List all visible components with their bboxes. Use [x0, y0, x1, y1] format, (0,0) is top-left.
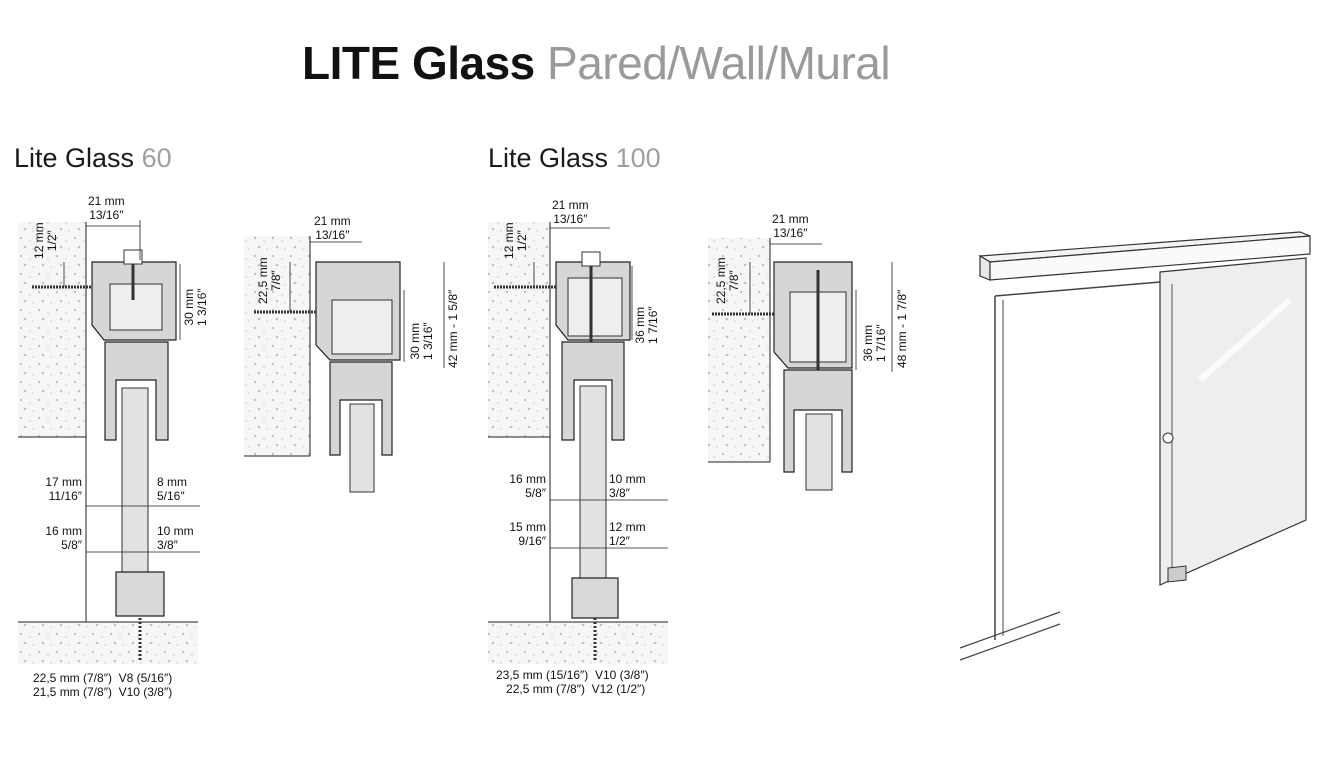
- dim-lg60-gap2-left: 16 mm 5/8″: [26, 524, 82, 552]
- dim-lg100-gap2-right: 12 mm 1/2″: [609, 520, 646, 548]
- dim-inch: 13/16″: [315, 228, 350, 242]
- dim-inch: 5/8″: [525, 486, 546, 500]
- lg100b-wall-section: [708, 238, 893, 491]
- dim-lg60-top-height: 12 mm 1/2″: [32, 222, 59, 259]
- dim-lg100-bottom: 23,5 mm (15/16″) V10 (3/8″) 22,5 mm (7/8…: [496, 668, 649, 696]
- lg60-wall-section: [18, 220, 200, 664]
- dim-lg100-gap2-left: 15 mm 9/16″: [490, 520, 546, 548]
- dim-mm: 21 mm: [552, 198, 589, 212]
- section-name: Lite Glass: [488, 143, 609, 173]
- dim-mm: 16 mm: [45, 524, 82, 538]
- dim-mm: 12 mm: [609, 520, 646, 534]
- dim-lg60-gap2-right: 10 mm 3/8″: [157, 524, 194, 552]
- dim-bottom-d: V12 (1/2″): [591, 682, 646, 696]
- page-title: LITE Glass Pared/Wall/Mural: [302, 36, 891, 90]
- dim-lg60-gap1-right: 8 mm 5/16″: [157, 475, 187, 503]
- dim-inch: 3/8″: [609, 486, 630, 500]
- dim-inch: 11/16″: [48, 489, 82, 503]
- dim-lg100-top-width: 21 mm 13/16″: [552, 198, 589, 226]
- dim-lg60b-total-height: 42 mm - 1 5/8″: [446, 289, 460, 368]
- dim-inch: 1 7/16″: [874, 324, 888, 362]
- dim-inch: 13/16″: [553, 212, 588, 226]
- dim-mm: 21 mm: [314, 214, 351, 228]
- dim-inch: 3/8″: [157, 538, 178, 552]
- dim-lg100-top-height: 12 mm 1/2″: [502, 222, 529, 259]
- dim-bottom-c: 22,5 mm (7/8″): [506, 682, 585, 696]
- title-bold: LITE Glass: [302, 37, 535, 89]
- dim-lg60-track-height: 30 mm 1 3/16″: [182, 288, 209, 326]
- dim-lg60-top-width: 21 mm 13/16″: [88, 194, 125, 222]
- dim-inch: 1 3/16″: [421, 322, 435, 360]
- dim-total: 48 mm - 1 7/8″: [895, 289, 909, 368]
- section-model: 100: [615, 143, 661, 173]
- dim-lg100-track-height: 36 mm 1 7/16″: [633, 306, 660, 344]
- dim-inch: 13/16″: [773, 226, 808, 240]
- dim-mm: 15 mm: [509, 520, 546, 534]
- dim-bottom-d: V10 (3/8″): [118, 685, 173, 699]
- dim-inch: 7/8″: [727, 270, 741, 292]
- dim-bottom-a: 23,5 mm (15/16″): [496, 668, 589, 682]
- lg100-wall-section: [488, 222, 668, 664]
- dim-lg100-gap1-left: 16 mm 5/8″: [490, 472, 546, 500]
- section-title-lg100: Lite Glass 100: [488, 143, 661, 174]
- dim-mm: 8 mm: [157, 475, 187, 489]
- sliding-door-illustration: [959, 231, 1311, 661]
- dim-lg60b-top-width: 21 mm 13/16″: [314, 214, 351, 242]
- dim-total: 42 mm - 1 5/8″: [446, 289, 460, 368]
- dim-mm: 21 mm: [88, 194, 125, 208]
- dim-bottom-c: 21,5 mm (7/8″): [33, 685, 112, 699]
- dim-inch: 1/2″: [45, 230, 59, 252]
- dim-mm: 16 mm: [509, 472, 546, 486]
- dim-lg60b-track-height: 30 mm 1 3/16″: [408, 322, 435, 360]
- dim-lg100b-total-height: 48 mm - 1 7/8″: [895, 289, 909, 368]
- dim-mm: 21 mm: [772, 212, 809, 226]
- dim-inch: 7/8″: [269, 270, 283, 292]
- dim-inch: 9/16″: [518, 534, 546, 548]
- dim-lg100b-top-width: 21 mm 13/16″: [772, 212, 809, 240]
- title-light: Pared/Wall/Mural: [547, 37, 891, 89]
- dim-inch: 13/16″: [89, 208, 124, 222]
- dim-lg100b-left-height: 22,5 mm 7/8″: [714, 257, 741, 304]
- dim-lg60b-left-height: 22,5 mm 7/8″: [256, 257, 283, 304]
- dim-bottom-a: 22,5 mm (7/8″): [33, 671, 112, 685]
- dim-inch: 1 7/16″: [646, 306, 660, 344]
- lg60b-wall-section: [244, 236, 445, 493]
- section-title-lg60: Lite Glass 60: [14, 143, 172, 174]
- section-name: Lite Glass: [14, 143, 135, 173]
- dim-inch: 1 3/16″: [195, 288, 209, 326]
- dim-bottom-b: V8 (5/16″): [118, 671, 173, 685]
- dim-mm: 17 mm: [45, 475, 82, 489]
- dim-mm: 10 mm: [609, 472, 646, 486]
- dim-bottom-b: V10 (3/8″): [594, 668, 649, 682]
- dim-inch: 1/2″: [609, 534, 630, 548]
- dim-inch: 5/8″: [61, 538, 82, 552]
- dim-mm: 10 mm: [157, 524, 194, 538]
- dim-inch: 1/2″: [515, 230, 529, 252]
- dim-lg100b-track-height: 36 mm 1 7/16″: [861, 324, 888, 362]
- dim-inch: 5/16″: [157, 489, 185, 503]
- dim-lg60-bottom: 22,5 mm (7/8″) V8 (5/16″) 21,5 mm (7/8″)…: [33, 671, 172, 699]
- dim-lg60-gap1-left: 17 mm 11/16″: [26, 475, 82, 503]
- dim-lg100-gap1-right: 10 mm 3/8″: [609, 472, 646, 500]
- section-model: 60: [141, 143, 172, 173]
